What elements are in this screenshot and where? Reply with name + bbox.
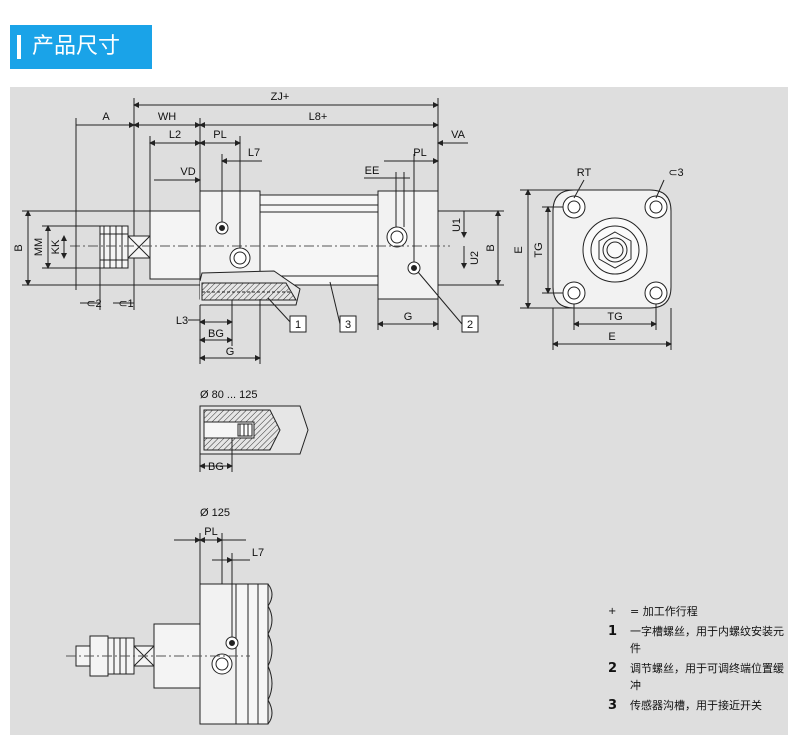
dim-mm-label: MM	[33, 238, 45, 256]
legend-text: 调节螺丝，用于可调终端位置缓冲	[630, 662, 784, 692]
wrench-c3-label: ⊂3	[668, 167, 683, 179]
dim-bg2-label: BG	[208, 461, 224, 473]
wrench-c2-label: ⊂2	[86, 298, 101, 310]
dim-g-label: G	[226, 346, 235, 358]
callout-1-label: 1	[295, 319, 301, 331]
dim-wh-label: WH	[158, 111, 176, 123]
dim-b-label: B	[13, 244, 25, 251]
dim-rt-label: RT	[577, 167, 592, 179]
section-header: 产品尺寸	[10, 25, 152, 69]
legend-text: 一字槽螺丝，用于内螺纹安装元件	[630, 625, 784, 655]
dim-pl3-label: PL	[204, 526, 217, 538]
dim-u2-label: U2	[469, 251, 481, 265]
detail-125-title: Ø 125	[200, 507, 230, 519]
legend-key: 2	[608, 661, 618, 676]
bore-detail-view	[199, 405, 309, 455]
dim-a-label: A	[102, 111, 110, 123]
dim-e-label: E	[513, 246, 525, 253]
dim-zj-label: ZJ+	[271, 91, 290, 103]
legend: + = 加工作行程 1 一字槽螺丝，用于内螺纹安装元件 2 调节螺丝，用于可调终…	[608, 603, 786, 717]
dim-l3-label: L3	[176, 315, 188, 327]
legend-text: = 加工作行程	[630, 605, 698, 618]
dim-kk-label: KK	[50, 239, 62, 254]
dim-vd-label: VD	[180, 166, 195, 178]
dim-tg2-label: TG	[607, 311, 622, 323]
header-accent-bar	[17, 35, 21, 59]
dim-l7b-label: L7	[252, 547, 264, 559]
dim-tg-label: TG	[533, 242, 545, 257]
legend-item: 2 调节螺丝，用于可调终端位置缓冲	[608, 660, 786, 694]
cylinder-side-view	[99, 190, 439, 306]
legend-key: 1	[608, 624, 618, 639]
cylinder-end-view	[552, 189, 672, 309]
wrench-c1-label: ⊂1	[118, 298, 133, 310]
dim-va-label: VA	[451, 129, 466, 141]
dim-pl2-label: PL	[413, 147, 426, 159]
cylinder-125-view	[75, 583, 273, 725]
dim-b2-label: B	[485, 244, 497, 251]
detail-80-title: Ø 80 ... 125	[200, 389, 257, 401]
dim-l7-label: L7	[248, 147, 260, 159]
legend-item: 3 传感器沟槽，用于接近开关	[608, 697, 786, 714]
section-title: 产品尺寸	[32, 34, 121, 59]
dim-l2-label: L2	[169, 129, 181, 141]
callout-3-label: 3	[345, 319, 351, 331]
dim-ee-label: EE	[365, 165, 380, 177]
legend-text: 传感器沟槽，用于接近开关	[630, 699, 762, 712]
dim-pl-label: PL	[213, 129, 226, 141]
dim-bg-label: BG	[208, 328, 224, 340]
dim-u1-label: U1	[451, 218, 463, 232]
legend-key: 3	[608, 698, 618, 713]
legend-item: 1 一字槽螺丝，用于内螺纹安装元件	[608, 623, 786, 657]
callout-2-label: 2	[467, 319, 473, 331]
legend-key: +	[608, 606, 617, 617]
legend-item: + = 加工作行程	[608, 603, 786, 620]
dim-e2-label: E	[608, 331, 615, 343]
dim-g2-label: G	[404, 311, 413, 323]
dim-l8-label: L8+	[309, 111, 328, 123]
